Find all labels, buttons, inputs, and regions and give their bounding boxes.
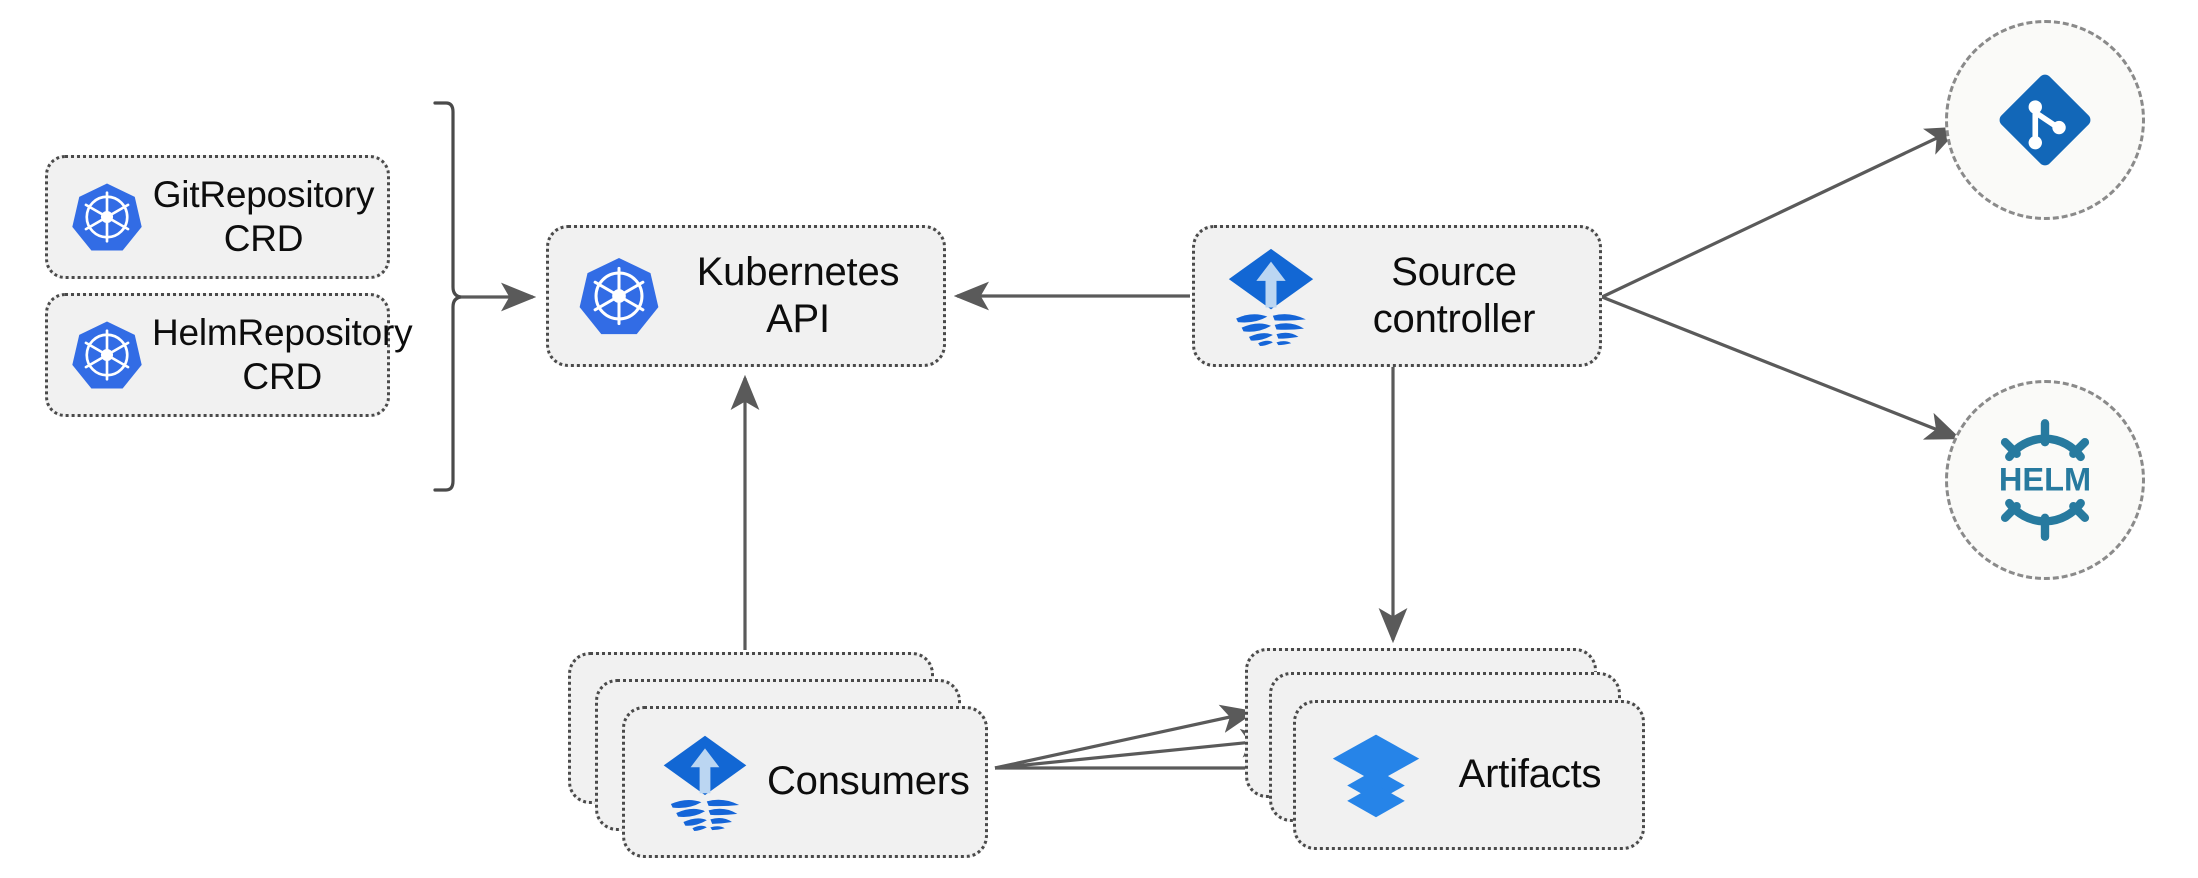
flux-icon xyxy=(1225,247,1317,346)
node-label: GitRepository CRD xyxy=(152,174,375,259)
edge-source-to-git xyxy=(1601,126,1961,299)
helm-wheel-icon: HELM xyxy=(1982,417,2108,543)
node-helmrepository-crd[interactable]: HelmRepository CRD xyxy=(45,293,413,417)
node-source-controller[interactable]: Source controller xyxy=(1192,225,1602,367)
node-label: Source controller xyxy=(1372,249,1536,341)
node-consumers[interactable]: Consumers xyxy=(568,652,988,858)
stack-card-front[interactable]: Consumers xyxy=(622,706,988,858)
crd-group-brace xyxy=(433,101,537,492)
kubernetes-icon xyxy=(68,178,146,256)
stack-card-front[interactable]: Artifacts xyxy=(1293,700,1645,850)
node-git-source[interactable] xyxy=(1945,20,2145,220)
node-label: Artifacts xyxy=(1458,752,1602,797)
layers-icon xyxy=(1328,725,1424,825)
node-kubernetes-api[interactable]: Kubernetes API xyxy=(546,225,946,367)
node-helm-source[interactable]: HELM xyxy=(1945,380,2145,580)
edge-source-to-helm xyxy=(1601,295,1961,440)
node-gitrepository-crd[interactable]: GitRepository CRD xyxy=(45,155,390,279)
helm-wordmark: HELM xyxy=(1999,462,2091,498)
kubernetes-icon xyxy=(68,316,146,394)
flux-icon xyxy=(657,732,753,832)
kubernetes-icon xyxy=(577,254,661,338)
node-label: Kubernetes API xyxy=(696,249,900,341)
node-label: HelmRepository CRD xyxy=(152,312,413,397)
node-artifacts[interactable]: Artifacts xyxy=(1245,648,1645,850)
node-label: Consumers xyxy=(767,759,970,804)
git-icon xyxy=(1991,66,2099,174)
